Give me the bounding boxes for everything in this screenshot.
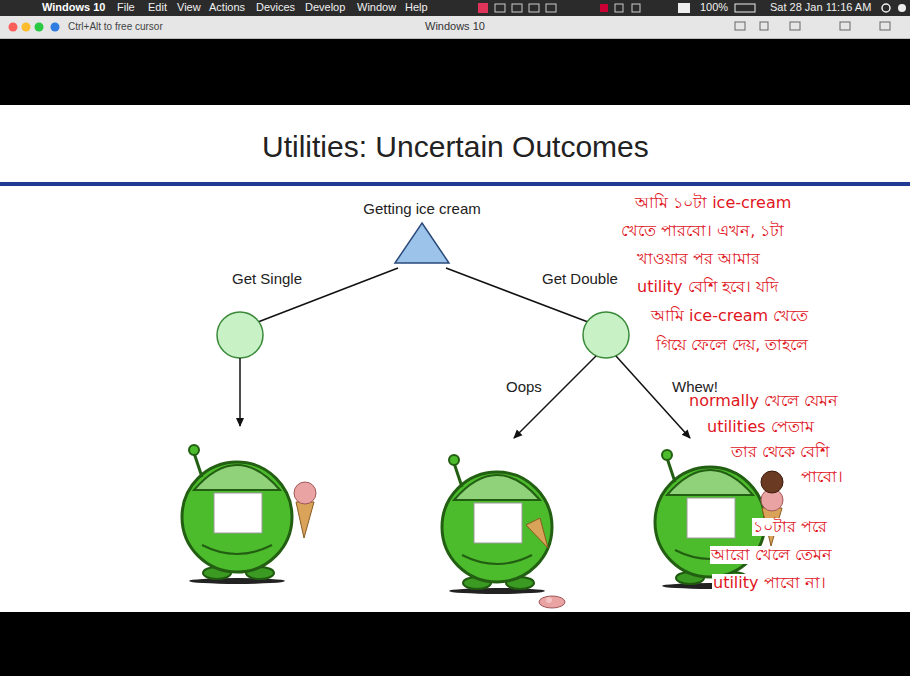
slide-title: Utilities: Uncertain Outcomes (262, 130, 649, 165)
handwritten-note: আমি ice-cream খেতে (650, 307, 809, 325)
menu-item: View (177, 1, 201, 14)
menu-item: Actions (209, 1, 245, 14)
triangle-shape (393, 221, 451, 265)
handwritten-note: গিয়ে ফেলে দেয়, তাহলে (655, 336, 809, 354)
handwritten-note: utility পাবো না। (712, 574, 827, 592)
window-hint: Ctrl+Alt to free cursor (68, 21, 163, 33)
menu-item: File (117, 1, 135, 14)
menu-item: Devices (256, 1, 295, 14)
menu-item: Edit (148, 1, 167, 14)
handwritten-note: normally খেলে যেমন (688, 392, 839, 410)
branch-label: Get Single (230, 270, 304, 287)
menu-item: Window (357, 1, 396, 14)
menu-item: Develop (305, 1, 345, 14)
handwritten-note: খেতে পারবো। এখন, ১টা (620, 222, 785, 240)
clock: Sat 28 Jan 11:16 AM (770, 1, 871, 14)
handwritten-note: খাওয়ার পর আমার (636, 250, 761, 268)
handwritten-note: পাবো। (800, 468, 844, 486)
handwritten-note: utilities পেতাম (706, 418, 815, 436)
menu-item: Help (405, 1, 428, 14)
handwritten-note: ১০টার পরে (752, 518, 828, 536)
decision-node: Getting ice cream (359, 200, 485, 265)
handwritten-note: আমি ১০টা ice-cream (634, 194, 792, 212)
menu-item: Windows 10 (42, 1, 105, 14)
branch-label: Oops (504, 378, 544, 395)
handwritten-note: তার থেকে বেশি (730, 443, 830, 461)
node-heading: Getting ice cream (359, 200, 485, 217)
branch-label: Get Double (540, 270, 620, 287)
handwritten-note: utility বেশি হবে। যদি (636, 278, 779, 296)
handwritten-note: আরো খেলে তেমন (710, 546, 833, 564)
battery-level: 100% (700, 1, 728, 14)
window-title: Windows 10 (425, 20, 485, 33)
